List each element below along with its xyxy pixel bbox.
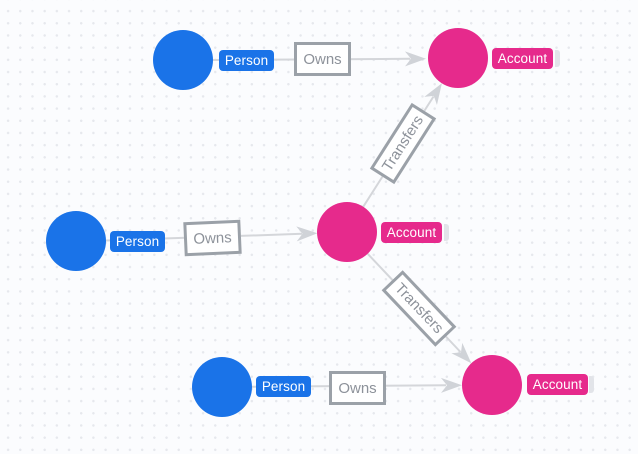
node-label-account-1[interactable]: Account (492, 48, 553, 69)
node-person-1[interactable] (153, 30, 213, 90)
node-person-3[interactable] (192, 357, 252, 417)
label-stack-ghost (555, 50, 560, 67)
arrow-head-icon (440, 377, 462, 393)
node-account-3[interactable] (462, 355, 522, 415)
node-account-2[interactable] (317, 202, 377, 262)
node-label-account-2[interactable]: Account (381, 222, 442, 243)
node-label-account-3[interactable]: Account (527, 374, 588, 395)
node-person-2[interactable] (46, 211, 106, 271)
edge-label-owns-3[interactable]: Owns (329, 371, 386, 405)
edge-label-text: Owns (338, 379, 377, 397)
arrow-head-icon (424, 83, 442, 105)
edge-label-text: Owns (192, 228, 233, 248)
arrow-head-icon (404, 51, 426, 67)
node-label-person-3[interactable]: Person (256, 376, 311, 397)
node-account-1[interactable] (428, 28, 488, 88)
label-stack-ghost (589, 376, 594, 393)
edge-label-text: Owns (303, 50, 342, 68)
edge-label-owns-1[interactable]: Owns (294, 42, 351, 76)
arrow-head-icon (296, 226, 318, 242)
arrow-head-icon (451, 342, 472, 364)
label-stack-ghost (444, 224, 449, 241)
node-label-person-2[interactable]: Person (110, 231, 165, 252)
node-label-person-1[interactable]: Person (219, 50, 274, 71)
edge-label-owns-2[interactable]: Owns (183, 219, 242, 257)
